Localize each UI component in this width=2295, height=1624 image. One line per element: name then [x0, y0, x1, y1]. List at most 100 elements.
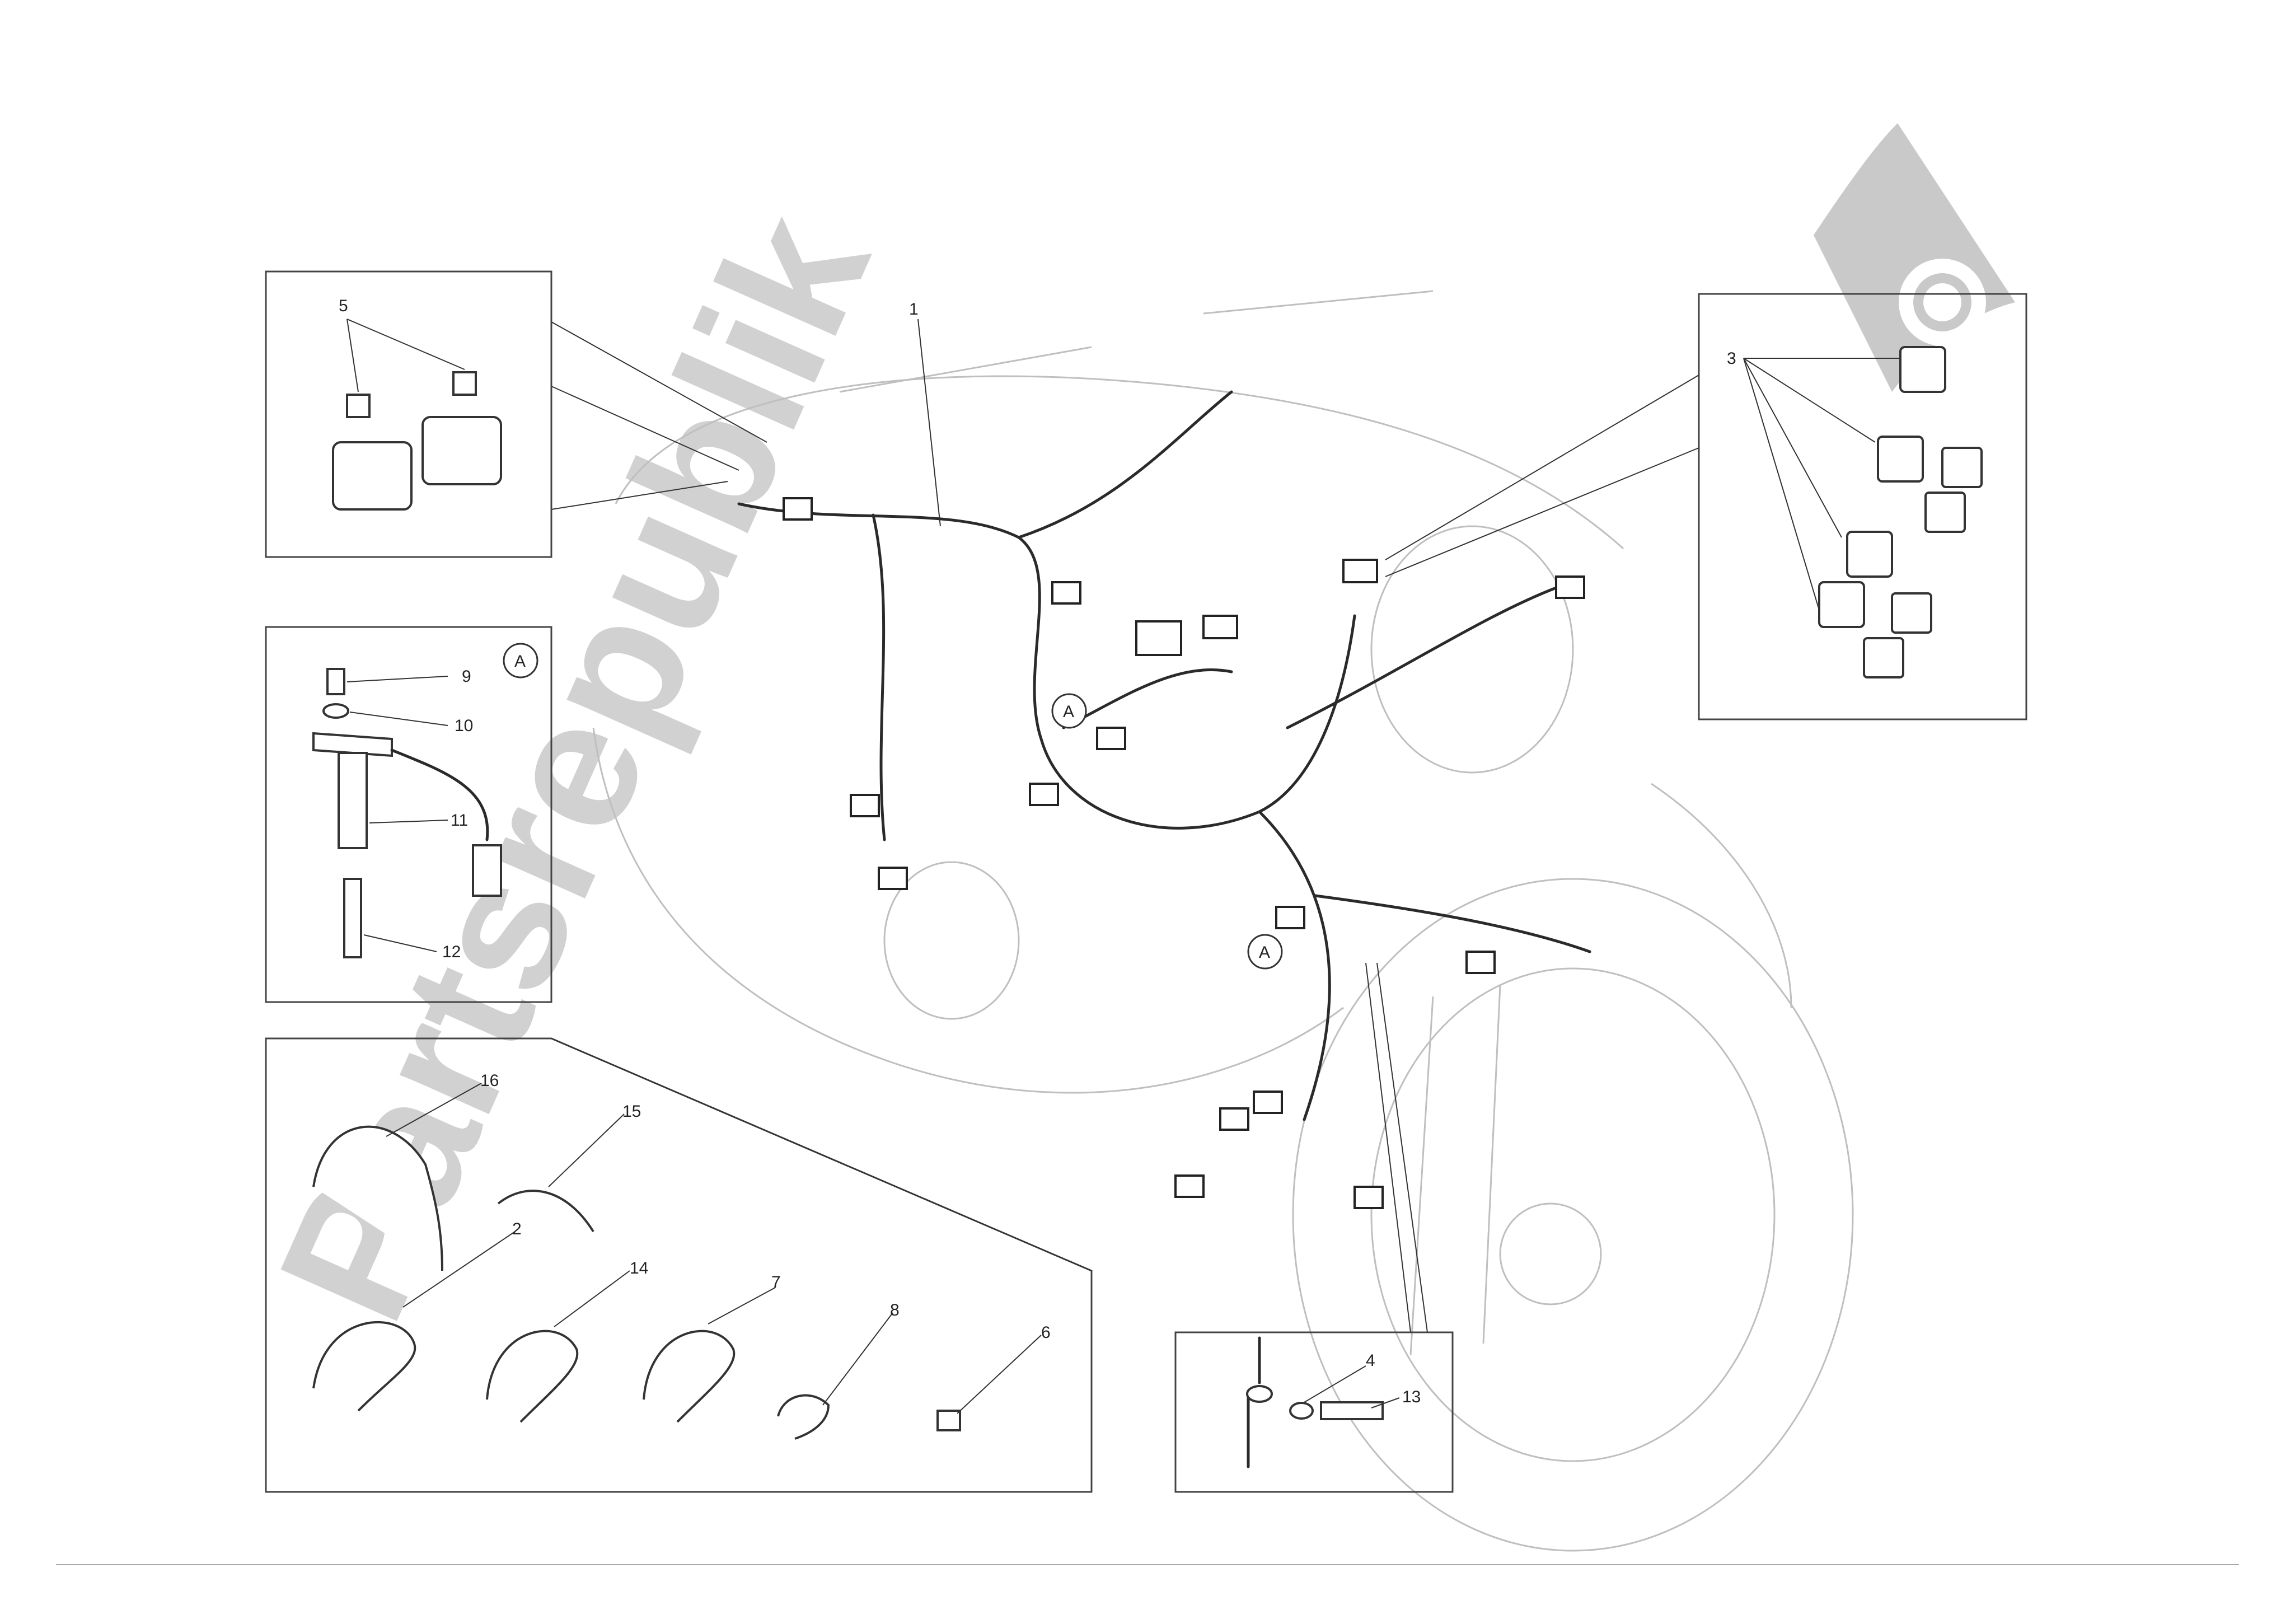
callout-1: 1 [909, 300, 919, 319]
wheel-hub [1499, 1202, 1602, 1305]
relay-socket [1924, 492, 1966, 533]
clips-inset: 16 15 2 14 7 8 6 [265, 1037, 1093, 1493]
clamp [643, 1330, 736, 1423]
harness-branch-right [1286, 586, 1558, 729]
callout-16: 16 [480, 1071, 499, 1090]
callout-13: 13 [1402, 1388, 1421, 1406]
coil-connector [472, 844, 502, 897]
harness-branch-mid [1062, 668, 1233, 729]
fuse [452, 371, 477, 396]
marker-a-circle [1051, 693, 1087, 729]
engine-cover [883, 861, 1020, 1020]
relay-socket [1891, 592, 1932, 634]
fuse [346, 394, 371, 418]
ground-inset: 4 13 [1174, 962, 1454, 1493]
handlebar [839, 290, 1434, 393]
connector [1051, 581, 1081, 605]
main-harness [737, 390, 1591, 1209]
harness-branch-front [1314, 894, 1591, 953]
callout-14: 14 [630, 1259, 648, 1277]
front-fender [1651, 783, 1792, 1008]
ignition-coil [338, 752, 368, 849]
harness-branch-down [1258, 810, 1331, 1121]
cable-strap [312, 1125, 443, 1271]
clamp [486, 1330, 579, 1423]
callout-4: 4 [1366, 1351, 1375, 1370]
connector [1174, 1174, 1205, 1198]
harness-trunk [737, 502, 1356, 830]
coil-head [312, 732, 393, 757]
cable-tie [497, 1190, 594, 1233]
spark-plug [343, 878, 362, 958]
connector [1219, 1107, 1249, 1131]
fork-tubes [1409, 985, 1501, 1355]
flag-shape [1814, 123, 2015, 392]
small-clip [777, 1394, 830, 1440]
callout-5: 5 [339, 297, 348, 315]
fuse-box-inset: 5 [265, 270, 767, 558]
connector [1353, 1186, 1384, 1209]
connector [1135, 620, 1182, 656]
callout-11: 11 [451, 811, 468, 830]
inset-frame [265, 626, 552, 1003]
washer [322, 703, 349, 719]
grommet [936, 1410, 961, 1431]
callout-2: 2 [512, 1220, 522, 1238]
clamp [312, 1321, 416, 1412]
connector [850, 794, 880, 817]
inset-frame [1698, 293, 2027, 720]
connector [1555, 575, 1585, 599]
relay [1877, 436, 1924, 483]
brake-disc [1370, 967, 1776, 1462]
motorcycle-outline [592, 290, 1854, 1552]
callout-9: 9 [462, 667, 471, 686]
reference-markers: A A [1051, 693, 1283, 970]
connector [1029, 783, 1059, 806]
connector [1275, 906, 1305, 929]
relay [1899, 346, 1946, 393]
headlight [1370, 525, 1574, 774]
ring-terminal [1246, 1385, 1273, 1403]
relay [1818, 581, 1865, 628]
connector [1342, 559, 1378, 583]
marker-a-circle [503, 643, 538, 678]
coil-wire [390, 748, 489, 841]
screw [1320, 1401, 1384, 1420]
connector [783, 497, 813, 521]
callout-15: 15 [622, 1102, 641, 1121]
marker-a: A [1259, 943, 1270, 962]
connector [878, 867, 908, 890]
callout-8: 8 [890, 1301, 900, 1319]
marker-a-circle [1247, 934, 1283, 970]
relay-inset: 3 [1385, 293, 2027, 720]
relay-socket [1941, 447, 1983, 488]
callout-12: 12 [442, 943, 461, 961]
callout-main-harness: 1 [909, 300, 941, 527]
tank-outline [615, 375, 1624, 550]
fuse-box [421, 416, 502, 485]
connector [1253, 1091, 1283, 1114]
harness-branch-left [872, 513, 886, 841]
marker-a: A [514, 652, 526, 671]
watermark-logo [1814, 123, 2015, 392]
bolt [326, 668, 345, 695]
ground-cable [1247, 1336, 1261, 1468]
inset-frame [1174, 1331, 1454, 1493]
relay-socket [1863, 637, 1904, 678]
fuse-box [332, 441, 413, 511]
callout-3: 3 [1727, 349, 1736, 368]
connector [1465, 951, 1496, 974]
relay [1846, 531, 1893, 578]
connector [1096, 727, 1126, 750]
marker-a: A [1063, 703, 1074, 721]
harness-branch-up [1017, 390, 1233, 539]
front-wheel [1292, 878, 1854, 1552]
callout-10: 10 [455, 717, 473, 735]
washer [1289, 1402, 1314, 1420]
callout-6: 6 [1041, 1323, 1051, 1342]
inset-frame [265, 270, 552, 558]
callout-7: 7 [771, 1273, 781, 1291]
engine-outline [592, 727, 1344, 1094]
gear-flag-icon [1899, 259, 1986, 346]
